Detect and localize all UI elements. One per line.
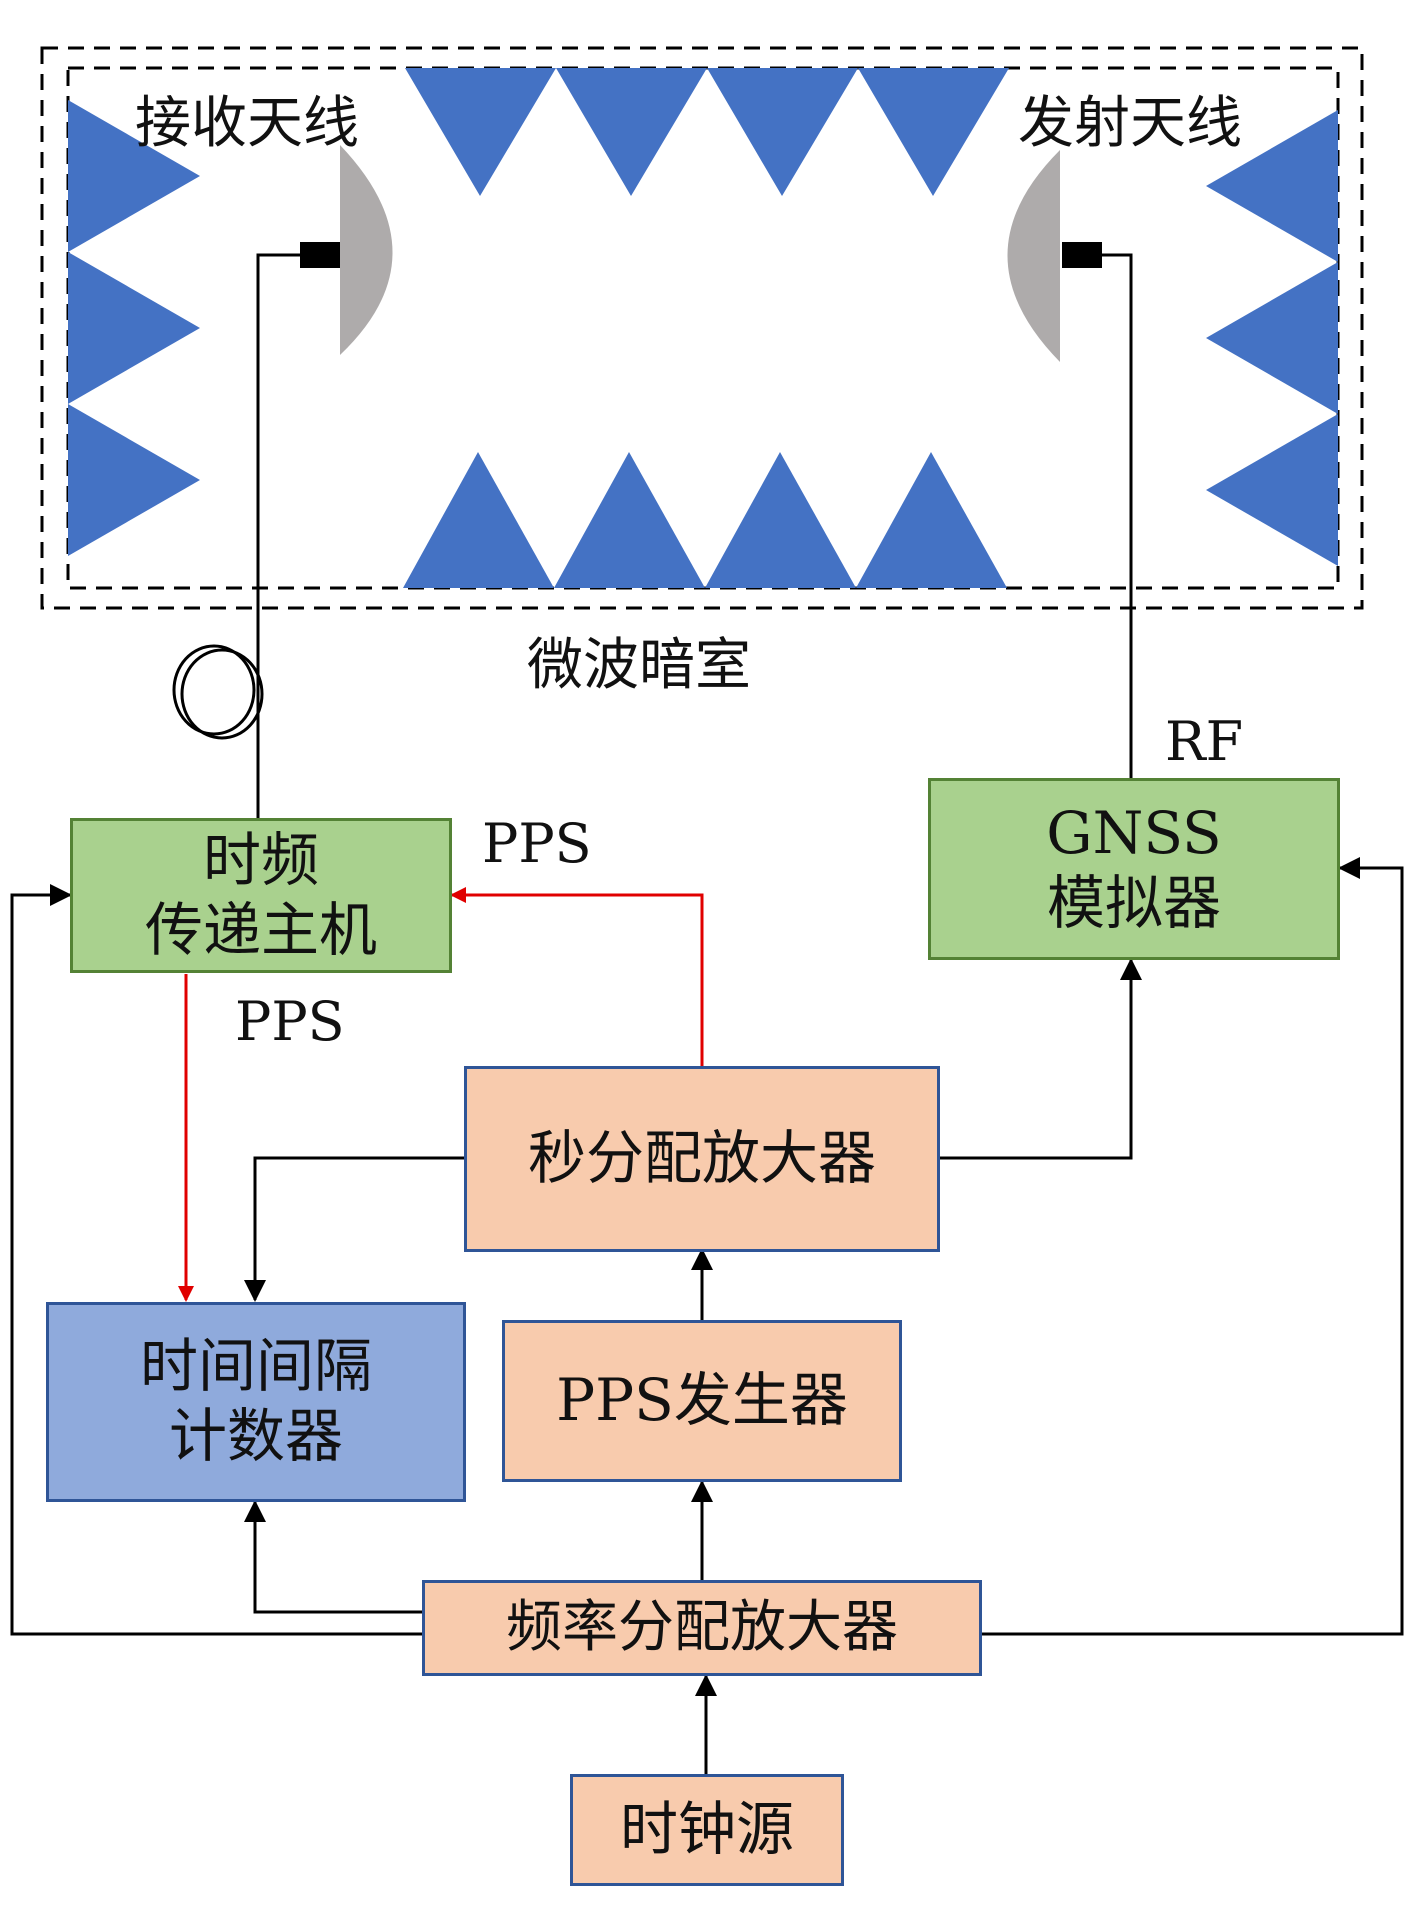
absorbers-right-wall [1206,110,1338,566]
frequency-distribution-amplifier[interactable]: 频率分配放大器 [422,1580,982,1676]
host-label-line1: 时频 [202,825,319,894]
tx-antenna-label: 发射天线 [1018,91,1242,156]
pps-line-to-host [450,887,704,1066]
line-freqamp-to-gnss [982,857,1404,1636]
tx-cable [1102,253,1133,778]
transmit-antenna-feed [1062,242,1102,268]
absorbers-bottom-wall [403,452,1007,588]
gnss-label-line2: 模拟器 [1046,869,1221,937]
line-secamp-to-counter [244,1156,464,1302]
gnss-simulator[interactable]: GNSS 模拟器 [928,778,1340,960]
time-interval-counter[interactable]: 时间间隔 计数器 [46,1302,466,1502]
second-distribution-amplifier[interactable]: 秒分配放大器 [464,1066,940,1252]
line-secamp-to-gnss [940,958,1142,1160]
tic-label-line1: 时间间隔 [139,1332,372,1401]
fiber-coil-icon [172,644,264,740]
transmit-antenna-dish [1007,150,1060,362]
freq-amp-label: 频率分配放大器 [506,1595,898,1661]
absorbers-left-wall [68,100,200,556]
rx-cable [256,253,300,818]
chamber-title: 微波暗室 [527,633,751,698]
time-freq-transfer-host[interactable]: 时频 传递主机 [70,818,452,973]
line-freqamp-to-host [10,884,422,1636]
chamber-outer-border [40,46,1364,610]
absorbers-top-wall [405,68,1009,196]
tic-label-line2: 计数器 [168,1402,343,1470]
rx-antenna-label: 接收天线 [135,91,359,156]
receive-antenna-feed [300,242,340,268]
host-label-line2: 传递主机 [144,895,377,964]
pps-label-top: PPS [482,812,592,875]
pps-label-left: PPS [235,990,345,1053]
line-freqamp-to-counter [244,1500,422,1614]
clock-source[interactable]: 时钟源 [570,1774,844,1886]
clock-label: 时钟源 [619,1795,794,1864]
sec-amp-label: 秒分配放大器 [527,1124,876,1193]
gnss-label-line1: GNSS [1046,799,1222,868]
pps-gen-label: PPS发生器 [556,1366,848,1435]
receive-antenna-dish [340,145,393,355]
rf-label: RF [1165,710,1244,773]
pps-generator[interactable]: PPS发生器 [502,1320,902,1482]
